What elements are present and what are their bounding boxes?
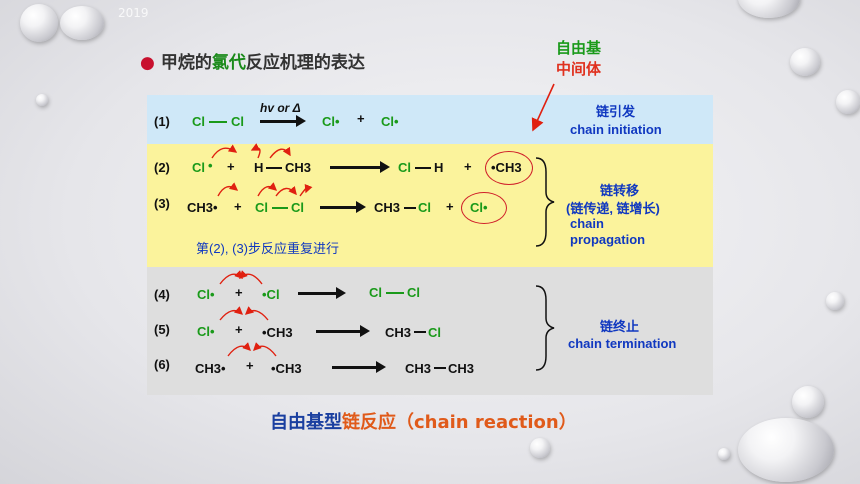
- initiation-en-label: chain initiation: [570, 122, 662, 137]
- chlorine-atom: Cl: [369, 285, 382, 300]
- methyl-radical: CH3•: [187, 200, 218, 215]
- plus-sign: +: [234, 199, 242, 214]
- termination-zh-label: 链终止: [600, 319, 640, 334]
- chlorine-radical: Cl•: [322, 114, 340, 129]
- chlorine-radical: Cl•: [197, 324, 215, 339]
- reaction-arrow: [316, 325, 370, 337]
- plus-sign: +: [446, 199, 454, 214]
- reaction-arrow: [260, 115, 306, 127]
- methyl-group: CH3: [405, 361, 432, 376]
- initiation-band: [147, 95, 713, 144]
- radical-dot: •: [208, 158, 213, 173]
- chlorine-atom: Cl: [428, 325, 441, 340]
- propagation-en-label: chain: [570, 216, 604, 231]
- reaction-arrow: [320, 201, 366, 213]
- plus-sign: +: [235, 322, 243, 337]
- water-drop-decoration: [836, 90, 860, 114]
- methyl-radical: CH3•: [195, 361, 226, 376]
- radical-highlight-circle: [485, 151, 533, 185]
- chlorine-radical: Cl•: [197, 287, 215, 302]
- termination-en-label: chain termination: [568, 336, 677, 351]
- methyl-group: CH3: [285, 160, 312, 175]
- radical-highlight-circle: [461, 192, 507, 224]
- initiation-zh-label: 链引发: [596, 104, 636, 119]
- plus-sign: +: [227, 159, 235, 174]
- condition-label: hv or Δ: [260, 101, 301, 115]
- chlorine-atom: Cl: [291, 200, 304, 215]
- footer-title: 自由基型链反应（chain reaction）: [270, 412, 577, 433]
- termination-band: [147, 267, 713, 395]
- chlorine-atom: Cl: [192, 160, 205, 175]
- step-number: (1): [154, 114, 170, 129]
- chlorine-radical: Cl•: [470, 200, 488, 215]
- bond-line: [404, 207, 416, 209]
- chlorine-atom: Cl: [407, 285, 420, 300]
- bond-line: [434, 367, 446, 369]
- methyl-group: CH3: [374, 200, 401, 215]
- reaction-arrow: [332, 361, 386, 373]
- step-number: (4): [154, 287, 170, 302]
- chlorine-radical: •Cl: [262, 287, 280, 302]
- methyl-group: CH3: [385, 325, 412, 340]
- methyl-radical: •CH3: [491, 160, 522, 175]
- propagation-band: [147, 144, 713, 267]
- water-drop-decoration: [738, 418, 834, 482]
- water-drop-decoration: [530, 438, 550, 458]
- plus-sign: +: [235, 285, 243, 300]
- hydrogen-atom: H: [434, 160, 444, 175]
- water-drop-decoration: [826, 292, 844, 310]
- chlorine-radical: Cl•: [381, 114, 399, 129]
- step-number: (2): [154, 160, 170, 175]
- bond-line: [414, 331, 426, 333]
- bond-line: [266, 167, 282, 169]
- water-drop-decoration: [718, 448, 730, 460]
- chlorine-atom: Cl: [255, 200, 268, 215]
- chlorine-atom: Cl: [192, 114, 205, 129]
- water-drop-decoration: [790, 48, 820, 76]
- step-number: (3): [154, 196, 170, 211]
- methyl-radical: •CH3: [271, 361, 302, 376]
- chlorine-atom: Cl: [418, 200, 431, 215]
- bond-line: [415, 167, 431, 169]
- section-heading: ●甲烷的氯代反应机理的表达: [140, 53, 365, 73]
- propagation-zh-sub-label: (链传递, 链增长): [566, 201, 660, 216]
- hydrogen-atom: H: [254, 160, 264, 175]
- water-drop-decoration: [738, 0, 800, 18]
- chlorine-atom: Cl: [231, 114, 244, 129]
- step-number: (6): [154, 357, 170, 372]
- plus-sign: +: [464, 159, 472, 174]
- water-drop-decoration: [36, 94, 48, 106]
- propagation-zh-label: 链转移: [600, 183, 640, 198]
- water-drop-decoration: [20, 4, 58, 42]
- propagation-en-label: propagation: [570, 232, 646, 247]
- bond-line: [386, 292, 404, 294]
- reaction-arrow: [298, 287, 346, 299]
- top-text: 2019: [118, 6, 149, 20]
- step-number: (5): [154, 322, 170, 337]
- bullet-icon: ●: [140, 53, 155, 73]
- reaction-arrow: [330, 161, 390, 173]
- plus-sign: +: [357, 111, 365, 126]
- water-drop-decoration: [792, 386, 824, 418]
- methyl-group: CH3: [448, 361, 475, 376]
- repeat-note: 第(2), (3)步反应重复进行: [196, 241, 340, 256]
- methyl-radical: •CH3: [262, 325, 293, 340]
- bond-line: [272, 207, 288, 209]
- chlorine-atom: Cl: [398, 160, 411, 175]
- plus-sign: +: [246, 358, 254, 373]
- bond-line: [209, 121, 227, 123]
- radical-intermediate-label: 自由基 中间体: [556, 39, 602, 78]
- water-drop-decoration: [60, 6, 104, 40]
